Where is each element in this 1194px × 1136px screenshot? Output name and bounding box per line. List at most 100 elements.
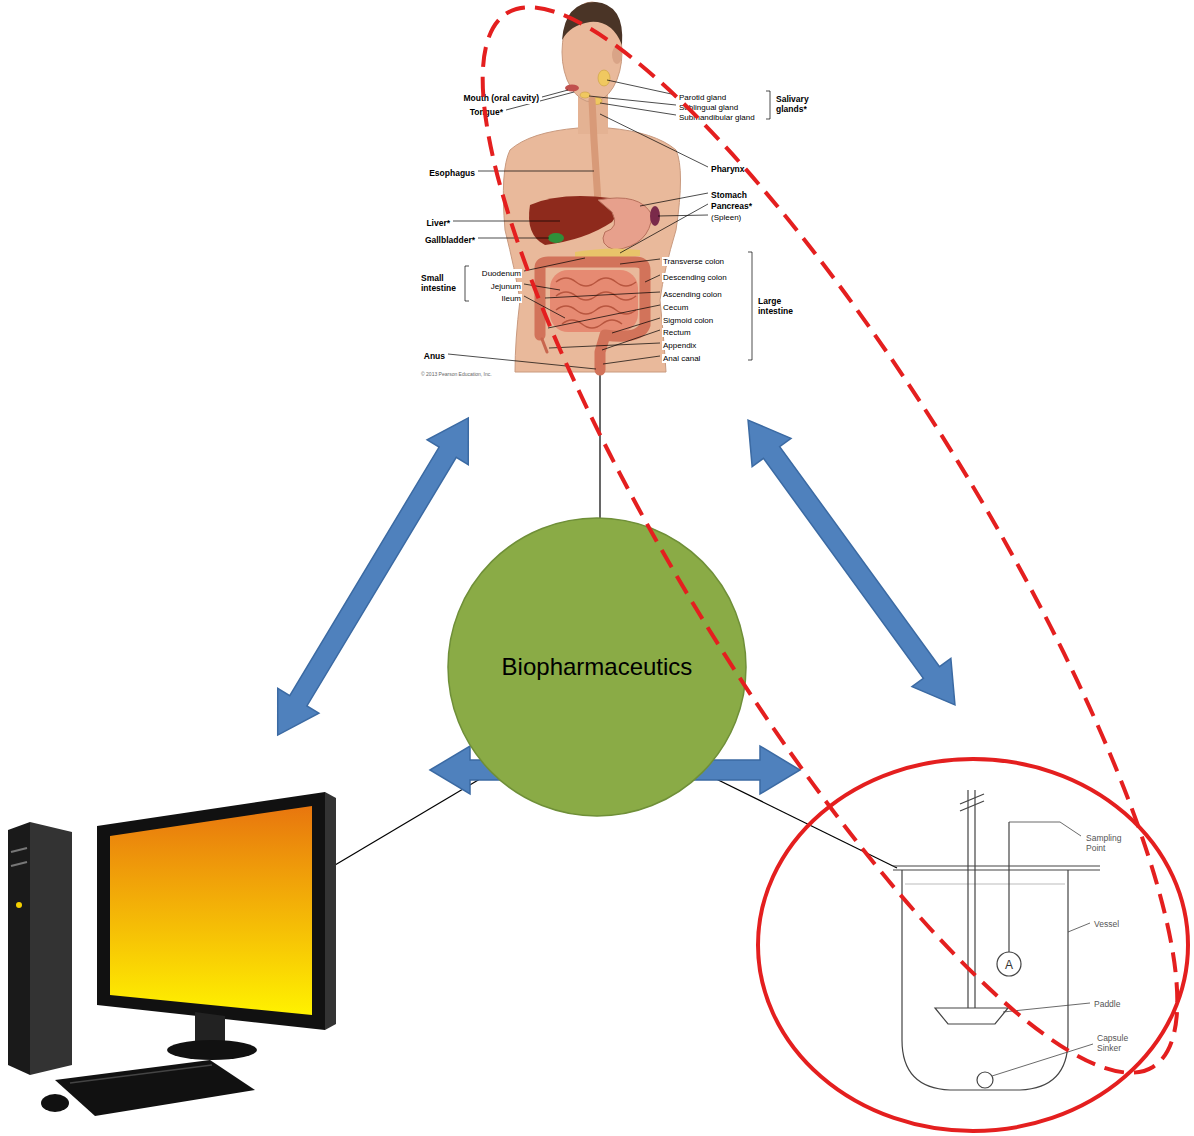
- anatomy-label-holder: Anal canal: [662, 347, 701, 365]
- hair: [562, 2, 622, 45]
- group-label-holder: Salivary glands*: [775, 95, 823, 116]
- leader-line: [645, 275, 660, 282]
- drive-slot: [11, 848, 27, 852]
- anatomy-label-holder: Ascending colon: [662, 283, 723, 301]
- anatomy-label-holder: Duodenum: [481, 262, 522, 280]
- paddle-blade: [935, 1008, 1008, 1024]
- liver: [529, 196, 618, 245]
- leader-line: [620, 259, 660, 264]
- anatomy-label: Ascending colon: [662, 290, 723, 299]
- dissolution-apparatus: [893, 790, 1100, 1090]
- sampling-circle: [997, 952, 1021, 976]
- anatomy-label-holder: Pharynx: [710, 158, 746, 176]
- anatomy-label-holder: Pancreas*: [710, 195, 753, 213]
- torso: [503, 128, 680, 372]
- topic-circle: Biopharmaceutics: [447, 517, 747, 817]
- anatomy-label-holder: Sublingual gland: [678, 96, 739, 114]
- solid-highlight: [758, 759, 1188, 1131]
- monitor-screen: [110, 806, 312, 1015]
- stomach: [598, 198, 652, 250]
- apparatus-label: Paddle: [1093, 1000, 1121, 1010]
- anatomy-label-holder: Ileum: [500, 287, 522, 305]
- drive-slot: [11, 862, 27, 866]
- anatomy-label: Jejunum: [490, 282, 522, 291]
- double-arrow: [729, 406, 975, 719]
- apparatus-label-holder: Capsule Sinker: [1096, 1034, 1144, 1055]
- anatomy-label-holder: Parotid gland: [678, 86, 727, 104]
- spleen: [650, 206, 660, 226]
- sampling-tube: [1008, 822, 1009, 952]
- leader-line: [612, 318, 660, 333]
- anatomy-label: (Spleen): [710, 213, 742, 222]
- anatomy-label: Submandibular gland: [678, 113, 756, 122]
- copyright-note-holder: © 2013 Pearson Education, Inc.: [420, 362, 493, 380]
- anatomy-label: Anus: [423, 352, 446, 362]
- anatomy-label-holder: Anus: [423, 345, 446, 363]
- ear: [612, 46, 622, 64]
- apparatus-label-holder: Sampling Point: [1085, 834, 1133, 855]
- large-intestine: [540, 262, 645, 370]
- leader-line: [620, 204, 708, 253]
- anatomy-label-holder: Appendix: [662, 334, 697, 352]
- anatomy-label: Duodenum: [481, 269, 522, 278]
- medium-level: [905, 883, 1065, 884]
- anatomy-label: Pancreas*: [710, 202, 753, 212]
- anatomy-label: Liver*: [425, 219, 451, 229]
- leader-line: [1003, 1003, 1090, 1012]
- computer-icon: [8, 792, 336, 1116]
- submandibular-gland: [592, 98, 602, 105]
- apparatus-label: Vessel: [1093, 920, 1120, 930]
- anatomy-label-holder: Descending colon: [662, 266, 728, 284]
- apparatus-label-holder: Paddle: [1093, 993, 1121, 1011]
- paddle-shaft: [967, 790, 968, 1008]
- anatomy-label: Parotid gland: [678, 93, 727, 102]
- anatomy-label: Gallbladder*: [424, 236, 476, 246]
- anatomy-label: Tongue*: [469, 108, 504, 118]
- apparatus-label: Sampling Point: [1085, 834, 1133, 854]
- leader-line: [478, 238, 549, 239]
- vessel-lid: [893, 865, 1100, 866]
- leader-line: [548, 305, 660, 328]
- leader-line: [448, 354, 596, 369]
- bracket: [748, 252, 752, 360]
- monitor-side: [325, 792, 336, 1030]
- group-label: Small intestine: [420, 274, 464, 294]
- tower-side: [30, 822, 72, 1075]
- group-label-holder: Small intestine: [420, 274, 464, 295]
- spoke-lines: [330, 364, 897, 868]
- neck: [578, 88, 608, 134]
- monitor-base: [167, 1040, 257, 1060]
- anatomy-label-holder: Esophagus: [428, 162, 476, 180]
- anatomy-label-holder: Mouth (oral cavity): [462, 87, 540, 105]
- paddle-shaft: [974, 790, 975, 1008]
- leader-line: [524, 258, 585, 271]
- anatomy-label: Stomach: [710, 191, 748, 201]
- leader-line: [478, 171, 594, 172]
- esophagus: [592, 100, 598, 202]
- leader-line: [524, 284, 560, 290]
- leader-line: [589, 96, 676, 105]
- anatomy-label: Cecum: [662, 303, 689, 312]
- leader-line: [992, 1044, 1093, 1076]
- anatomy-label-holder: Stomach: [710, 184, 748, 202]
- leader-line: [542, 90, 568, 97]
- sublingual-gland: [580, 92, 590, 98]
- anatomy-label-holder: Transverse colon: [662, 250, 725, 268]
- leader-line: [524, 296, 565, 318]
- anatomy-label-holder: Sigmoid colon: [662, 309, 714, 327]
- anatomy-label-holder: Cecum: [662, 296, 689, 314]
- circle-shape: [448, 518, 746, 816]
- monitor-stand: [195, 1012, 225, 1045]
- vessel-lid: [893, 869, 1100, 870]
- leader-line: [1009, 822, 1081, 836]
- appendix: [542, 339, 547, 352]
- anatomy-label: Ileum: [500, 294, 522, 303]
- group-label-holder: Large intestine: [757, 297, 805, 318]
- leader-line: [453, 221, 560, 222]
- head: [562, 2, 622, 102]
- apparatus-label: Capsule Sinker: [1096, 1034, 1144, 1054]
- anatomy-label-holder: Liver*: [425, 212, 451, 230]
- gallbladder: [548, 233, 564, 243]
- leader-line: [600, 103, 676, 115]
